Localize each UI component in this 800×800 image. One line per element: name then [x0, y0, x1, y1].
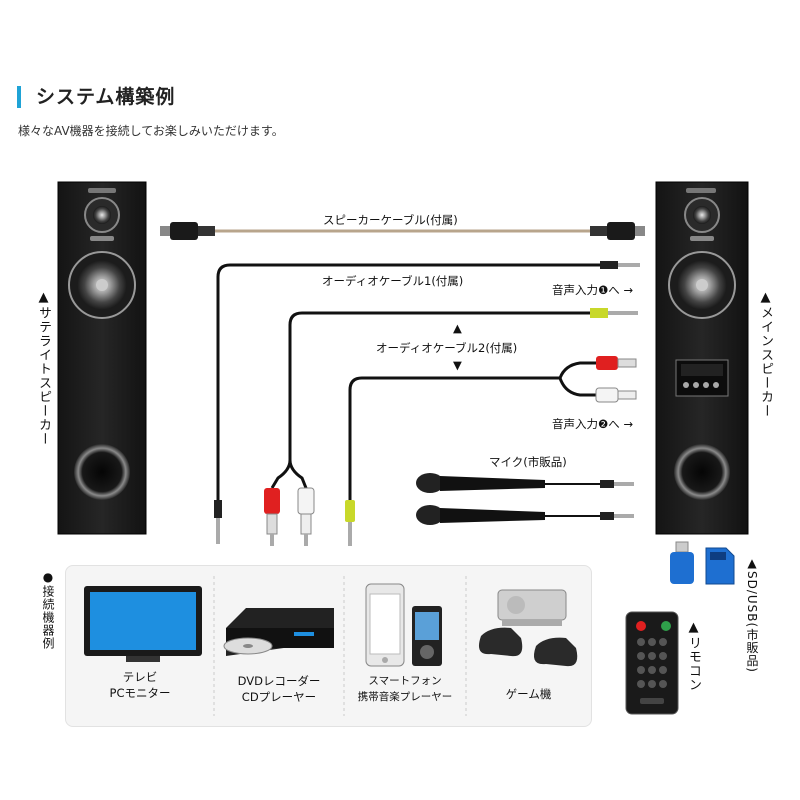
smartphone-icon — [365, 583, 405, 667]
tv-icon — [84, 586, 202, 662]
title-accent-bar — [17, 86, 21, 108]
audio-cable-1 — [214, 261, 640, 544]
audio-cable-2-down-arrow: ▼ — [453, 358, 462, 372]
devices-graphics — [84, 576, 578, 716]
input-2-label: 音声入力❷へ → — [552, 417, 634, 431]
game-console-icon — [478, 589, 578, 667]
mic-label: マイク(市販品) — [489, 455, 567, 469]
remote-label: ▲リモコン — [686, 620, 701, 692]
main-speaker-label: ▲メインスピーカー — [758, 290, 773, 418]
audio-cable-2-up-arrow: ▲ — [453, 321, 462, 335]
audio-cable-2-yellow — [264, 308, 638, 546]
devices-panel: テレビ PCモニター DVDレコーダー CDプレーヤー スマートフォン 携帯音楽… — [65, 565, 592, 727]
sd-card — [705, 547, 735, 585]
dvd-player-icon — [223, 608, 334, 656]
page-title: システム構築例 — [36, 86, 176, 108]
satellite-speaker-label: ▲サテライトスピーカー — [36, 290, 51, 446]
audio-cable-2-label: オーディオケーブル2(付属) — [376, 341, 518, 355]
device-game-label: ゲーム機 — [505, 687, 552, 701]
satellite-speaker — [57, 181, 147, 535]
music-player-icon — [412, 606, 442, 666]
device-dvd-label: DVDレコーダー CDプレーヤー — [237, 674, 321, 704]
device-tv-label: テレビ PCモニター — [109, 670, 171, 700]
audio-cable-2-rca — [345, 356, 637, 546]
devices-heading: ●接続機器例 — [41, 570, 55, 650]
device-smartphone-label: スマートフォン 携帯音楽プレーヤー — [357, 675, 453, 703]
speaker-cable — [160, 222, 645, 240]
audio-cable-1-label: オーディオケーブル1(付属) — [322, 274, 464, 288]
input-1-label: 音声入力❶へ → — [552, 283, 634, 297]
remote — [625, 611, 679, 715]
microphones — [416, 473, 634, 525]
sd-usb-label: ▲SD/USB(市販品) — [745, 556, 759, 673]
main-speaker — [655, 181, 749, 535]
page-subtitle: 様々なAV機器を接続してお楽しみいただけます。 — [18, 124, 284, 138]
usb-stick — [670, 541, 694, 584]
speaker-cable-label: スピーカーケーブル(付属) — [323, 213, 458, 227]
